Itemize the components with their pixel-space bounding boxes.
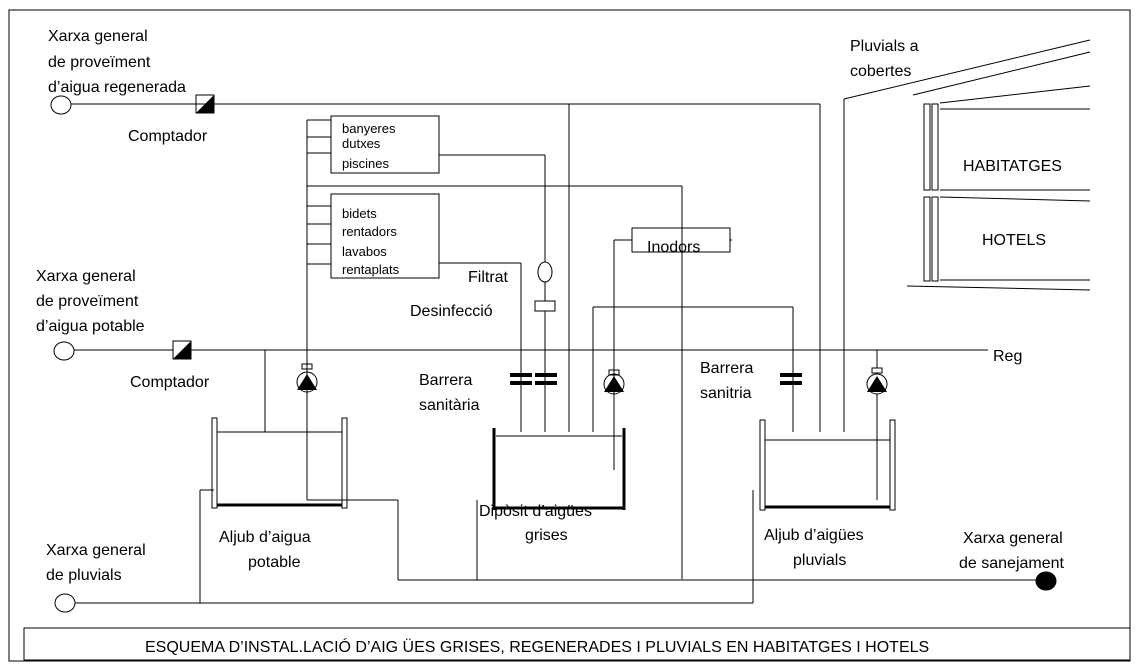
meter-top-label: Comptador [128, 128, 208, 145]
fixture-item: rentaplats [342, 262, 400, 277]
caption-box [23, 627, 1131, 661]
fixtures-list-1: banyeres dutxes piscines [342, 121, 396, 171]
toilets-label: Inodors [647, 239, 700, 256]
pluvials-source-icon [54, 593, 76, 613]
homes-label: HABITATGES [963, 158, 1062, 175]
fixture-item: lavabos [342, 244, 387, 259]
regenerated-network-label: Xarxa general de proveïment d’aigua rege… [48, 28, 186, 96]
sanitary-barrier-right-icon [780, 373, 802, 385]
roof-label-line-2: cobertes [850, 63, 911, 80]
fixtures-box-2 [330, 193, 440, 279]
sanitation-label-line-2: de sanejament [959, 555, 1065, 572]
barrier-left-label-line-2: sanitària [419, 397, 480, 414]
tank-grey-label-line-2: grises [525, 527, 568, 544]
diagram-caption: ESQUEMA D’INSTAL.LACIÓ D’AIG ÜES GRISES,… [145, 637, 929, 656]
filter-icon [537, 261, 553, 283]
regenerated-label-line-3: d’aigua regenerada [48, 79, 186, 96]
potable-network-label: Xarxa general de proveïment d’aigua pota… [36, 268, 145, 335]
fixture-item: rentadors [342, 224, 397, 239]
tank-rain-label-line-1: Aljub d’aigües [764, 527, 864, 544]
sanitation-label-line-1: Xarxa general [963, 530, 1063, 547]
meter-middle-icon [172, 340, 192, 360]
barrier-right-label-line-1: Barrera [700, 360, 753, 377]
tank-potable [211, 417, 348, 509]
potable-label-line-1: Xarxa general [36, 268, 136, 285]
pluvials-network-label: Xarxa general de pluvials [46, 542, 146, 584]
pump-grey-icon [603, 369, 625, 395]
barrier-right-label-line-2: sanitria [700, 385, 752, 402]
fixtures-list-2: bidets rentadors lavabos rentaplats [342, 206, 400, 277]
pluvials-label-line-2: de pluvials [46, 567, 122, 584]
fixture-item: bidets [342, 206, 377, 221]
tank-potable-label-line-2: potable [248, 554, 301, 571]
tank-potable-label-line-1: Aljub d’aigua [219, 529, 311, 546]
sanitation-outlet-icon [1035, 571, 1057, 591]
regenerated-label-line-2: de proveïment [48, 54, 151, 71]
tank-grey-label-line-1: Dipòsit d’aigües [479, 503, 592, 520]
roof-label-line-1: Pluvials a [850, 38, 919, 55]
filter-label: Filtrat [468, 269, 509, 286]
sanitation-network-label: Xarxa general de sanejament [959, 530, 1065, 572]
fixture-item: dutxes [342, 136, 381, 151]
disinfection-icon [534, 300, 556, 312]
irrigation-label: Reg [993, 348, 1022, 365]
pump-potable-icon [296, 363, 318, 393]
fixture-item: piscines [342, 156, 389, 171]
fixture-item: banyeres [342, 121, 396, 136]
disinfection-label: Desinfecció [410, 303, 493, 320]
barrier-left-label-line-1: Barrera [419, 372, 472, 389]
building-outline [843, 39, 1091, 291]
potable-label-line-2: de proveïment [36, 293, 139, 310]
regenerated-source-icon [50, 95, 72, 115]
tank-rain-label-line-2: pluvials [793, 552, 846, 569]
tank-grey [492, 428, 626, 510]
outer-frame [8, 9, 1131, 662]
regenerated-label-line-1: Xarxa general [48, 28, 148, 45]
tank-rain [759, 419, 896, 511]
potable-label-line-3: d’aigua potable [36, 318, 145, 335]
sanitary-barrier-left-icon [510, 373, 557, 385]
pluvials-label-line-1: Xarxa general [46, 542, 146, 559]
hotels-label: HOTELS [982, 232, 1046, 249]
pipe-network [71, 99, 1036, 604]
fixtures-box-1 [330, 115, 440, 174]
potable-source-icon [53, 341, 75, 361]
meter-middle-label: Comptador [130, 374, 210, 391]
pump-rain-icon [866, 367, 888, 395]
